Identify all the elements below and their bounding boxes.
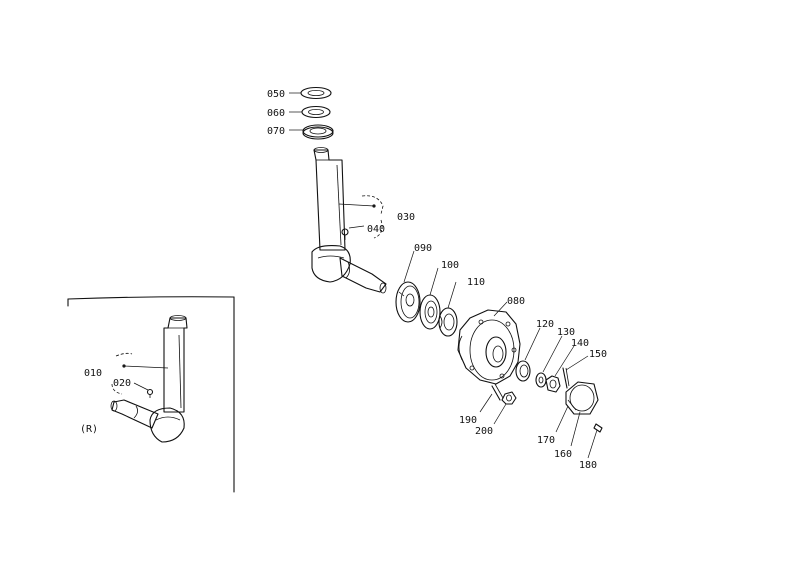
label-200: 200 [475, 426, 493, 437]
castle-nut-140[interactable] [545, 375, 561, 393]
washer-130[interactable] [535, 372, 547, 388]
label-110: 110 [467, 277, 485, 288]
hub-bolt-190[interactable] [491, 383, 504, 401]
label-120: 120 [536, 319, 554, 330]
collar-ring-070[interactable] [302, 124, 334, 140]
label-090: 090 [414, 243, 432, 254]
label-100: 100 [441, 260, 459, 271]
hub-cap-170[interactable] [565, 381, 599, 415]
bolt-040[interactable] [341, 228, 349, 240]
oil-seal-090[interactable] [395, 281, 421, 323]
label-130: 130 [557, 327, 575, 338]
label-070: 070 [267, 126, 285, 137]
label-010: 010 [84, 368, 102, 379]
bearing-110[interactable] [438, 307, 458, 337]
label-140: 140 [571, 338, 589, 349]
shim-ring-060[interactable] [301, 105, 331, 119]
wheel-hub-080[interactable] [457, 309, 521, 385]
part-labels: 050 060 070 030 040 090 100 110 080 120 … [80, 89, 607, 471]
label-160: 160 [554, 449, 572, 460]
label-190: 190 [459, 415, 477, 426]
inset-tag-label: (R) [80, 424, 98, 435]
label-170: 170 [537, 435, 555, 446]
label-150: 150 [589, 349, 607, 360]
label-020: 020 [113, 378, 131, 389]
shim-ring-050[interactable] [300, 86, 332, 100]
bearing-120[interactable] [515, 360, 531, 382]
label-180: 180 [579, 460, 597, 471]
bearing-100[interactable] [419, 294, 441, 330]
label-060: 060 [267, 108, 285, 119]
leader-lines [111, 92, 598, 459]
cotter-pin-150[interactable] [562, 367, 570, 389]
steering-knuckle-010-right[interactable] [110, 315, 188, 443]
inset-panel-frame [67, 296, 235, 493]
label-030: 030 [397, 212, 415, 223]
label-080: 080 [507, 296, 525, 307]
steering-knuckle-030[interactable] [311, 147, 387, 294]
label-050: 050 [267, 89, 285, 100]
bolt-020[interactable] [146, 388, 154, 399]
label-040: 040 [367, 224, 385, 235]
grease-nipple-180[interactable] [593, 423, 603, 433]
nut-200[interactable] [501, 391, 517, 405]
